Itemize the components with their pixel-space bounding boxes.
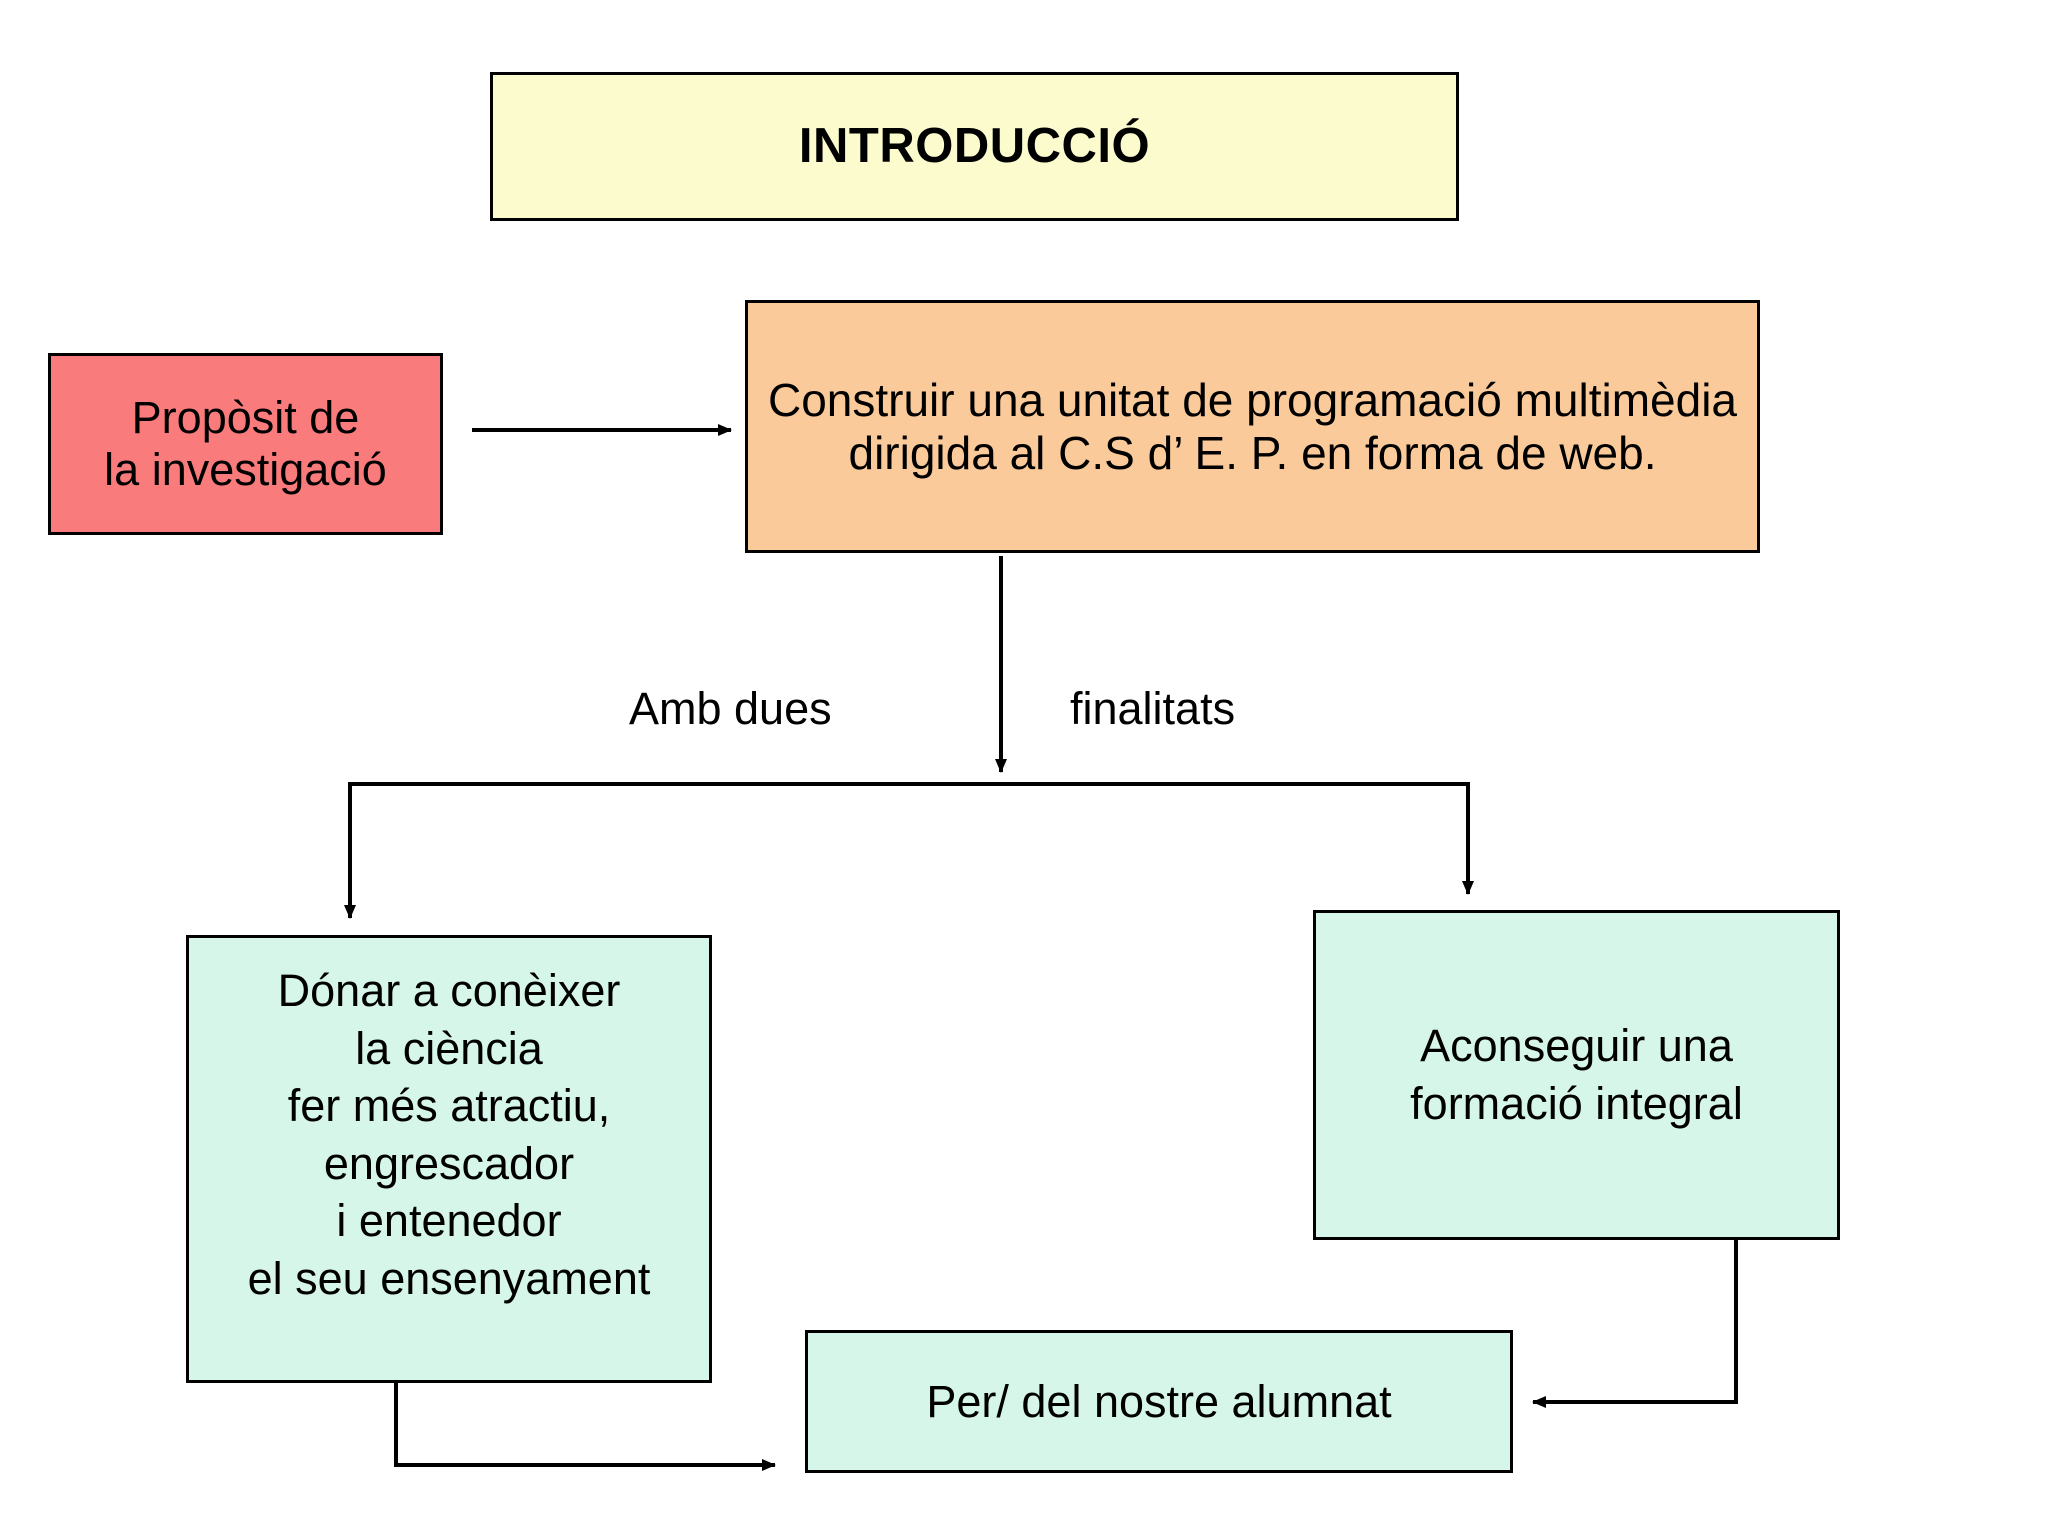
node-aim-right-label: Aconseguir una formació integral [1410,1020,1743,1129]
node-aim-left: Dónar a conèixer la ciència fer més atra… [186,935,712,1383]
slide-title-box: INTRODUCCIÓ [490,72,1459,221]
node-target-label: Per/ del nostre alumnat [926,1375,1392,1427]
edge-label-amb-dues: Amb dues [629,683,832,734]
node-aim-right: Aconseguir una formació integral [1313,910,1840,1240]
edge-aim-left-to-target [394,1383,776,1471]
node-aim-left-label: Dónar a conèixer la ciència fer més atra… [247,965,651,1304]
node-target: Per/ del nostre alumnat [805,1330,1513,1473]
node-goal: Construir una unitat de programació mult… [745,300,1760,553]
node-purpose-label: Propòsit de la investigació [104,392,387,495]
slide-title-text: INTRODUCCIÓ [798,119,1151,174]
edge-aim-right-to-target [1532,1240,1738,1408]
node-purpose: Propòsit de la investigació [48,353,443,535]
edge-label-finalitats: finalitats [1070,683,1236,734]
edge-goal-to-split [348,556,1470,786]
node-goal-label: Construir una unitat de programació mult… [767,373,1738,479]
